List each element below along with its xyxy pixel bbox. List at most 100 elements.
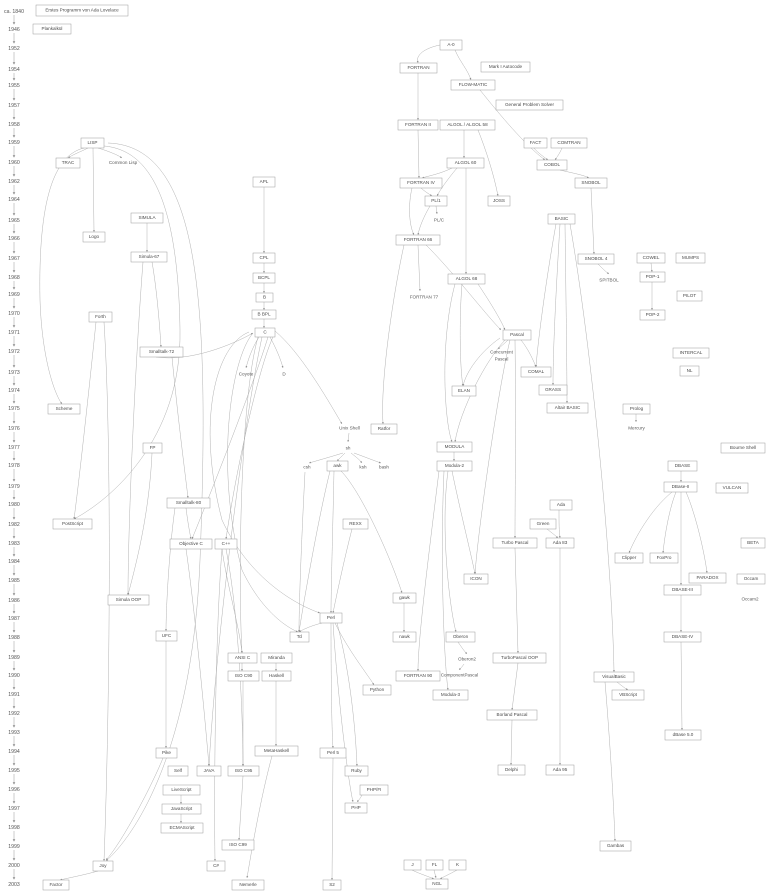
node-objectivec[interactable]: Objective C [169,538,213,550]
node-box-klang[interactable] [448,859,467,871]
node-algol68[interactable]: ALGOL 68 [447,273,486,285]
node-s2[interactable]: S2 [322,879,342,891]
node-comal[interactable]: COMAL [520,366,552,378]
node-foxpro[interactable]: FoxPro [649,552,679,564]
node-pl1[interactable]: PL/1 [424,195,448,207]
node-scheme[interactable]: Scheme [47,403,81,415]
node-ada[interactable]: Ada [549,499,573,511]
node-box-fortran[interactable] [399,62,438,74]
node-rexx[interactable]: REXX [342,518,369,530]
node-commonlisp[interactable]: Common Lisp [109,160,138,165]
node-fp[interactable]: FP [142,442,163,454]
node-paradox[interactable]: PARADOX [688,572,727,584]
node-box-isoc95[interactable] [227,765,260,777]
node-clipper[interactable]: Clipper [614,552,644,564]
node-lisp[interactable]: LISP [80,137,105,149]
node-plc[interactable]: PL/C [434,218,445,223]
node-php[interactable]: PHP [344,802,368,814]
node-box-tcl[interactable] [289,631,310,643]
node-box-scheme[interactable] [47,403,81,415]
node-box-jlang[interactable] [403,859,422,871]
node-box-snobol4[interactable] [577,253,615,265]
node-isoc90[interactable]: ISO C90 [227,670,260,682]
node-haskell[interactable]: Haskell [261,670,292,682]
node-box-basic[interactable] [547,213,576,225]
node-bbpl[interactable]: B BPL [251,309,277,320]
node-klang[interactable]: K [448,859,467,871]
node-fortran90[interactable]: FORTRAN 90 [395,670,441,682]
node-occam[interactable]: Occam [736,573,766,585]
node-jlang[interactable]: J [403,859,422,871]
node-box-phpfi[interactable] [359,784,389,796]
node-box-foxpro[interactable] [649,552,679,564]
node-algol60[interactable]: ALGOL 60 [446,157,485,169]
node-basic[interactable]: BASIC [547,213,576,225]
node-apl[interactable]: APL [252,176,276,188]
node-fortran66[interactable]: FORTRAN 66 [395,234,441,246]
node-box-gps[interactable] [495,99,564,111]
node-box-c[interactable] [254,327,276,338]
node-sh[interactable]: sh [346,446,351,451]
node-box-pl1[interactable] [424,195,448,207]
node-box-fact[interactable] [523,137,548,149]
node-mercury[interactable]: Mercury [628,426,645,431]
node-box-isoc90[interactable] [227,670,260,682]
node-ada95[interactable]: Ada 95 [545,764,575,776]
node-box-ansic[interactable] [227,652,258,664]
node-box-bourneshell[interactable] [720,442,766,454]
node-box-gambas[interactable] [599,840,632,852]
node-box-csharp[interactable] [206,860,226,872]
node-flowmatic[interactable]: FLOW-MATIC [450,79,496,91]
node-box-factor[interactable] [42,879,70,891]
node-pascal[interactable]: Pascal [502,329,532,341]
node-python[interactable]: Python [362,684,392,696]
node-smalltalk72[interactable]: Smalltalk-72 [139,346,184,358]
node-pike[interactable]: Pike [155,747,178,759]
node-box-mumps[interactable] [675,252,706,264]
node-grass[interactable]: GRASS [538,384,568,396]
node-factor[interactable]: Factor [42,879,70,891]
node-box-joy[interactable] [92,860,114,872]
node-snobol[interactable]: SNOBOL [574,177,608,189]
node-box-modula2[interactable] [436,460,473,472]
node-box-vbscript[interactable] [611,689,645,701]
node-box-logo[interactable] [82,231,106,243]
node-box-haskell[interactable] [261,670,292,682]
node-box-cowel[interactable] [636,252,666,264]
node-green[interactable]: Green [529,518,557,530]
node-modula[interactable]: MODULA [436,441,473,453]
node-box-pascal[interactable] [502,329,532,341]
node-box-modula3[interactable] [432,689,469,701]
node-box-ngl[interactable] [425,878,449,890]
node-box-php[interactable] [344,802,368,814]
node-gambas[interactable]: Gambas [599,840,632,852]
node-plankalkul[interactable]: Plankalkül [32,23,72,35]
node-box-perl[interactable] [319,612,343,624]
node-turbopascal[interactable]: Turbo Pascal [492,537,538,549]
node-box-trac[interactable] [55,157,81,169]
node-box-apl[interactable] [252,176,276,188]
node-box-self[interactable] [167,765,189,777]
node-box-smalltalk72[interactable] [139,346,184,358]
node-trac[interactable]: TRAC [55,157,81,169]
node-box-python[interactable] [362,684,392,696]
node-box-fl[interactable] [425,859,444,871]
node-oberon[interactable]: Oberon [445,631,476,643]
node-pop2[interactable]: POP-2 [639,309,666,321]
node-box-javascript[interactable] [161,803,202,815]
node-box-a0[interactable] [439,39,463,51]
node-csharp[interactable]: C# [206,860,226,872]
node-bcpl[interactable]: BCPL [252,272,276,284]
node-box-lovelace[interactable] [35,4,129,17]
node-box-cobol[interactable] [536,159,568,171]
node-box-forth[interactable] [88,311,113,323]
node-box-comtran[interactable] [550,137,588,149]
node-pilot[interactable]: PILOT [676,290,703,302]
node-c[interactable]: C [254,327,276,338]
node-awk[interactable]: awk [326,460,349,472]
node-box-rexx[interactable] [342,518,369,530]
node-box-livescript[interactable] [162,784,201,796]
node-cowel[interactable]: COWEL [636,252,666,264]
node-box-algol68[interactable] [447,273,486,285]
node-box-isoc99[interactable] [221,839,255,851]
